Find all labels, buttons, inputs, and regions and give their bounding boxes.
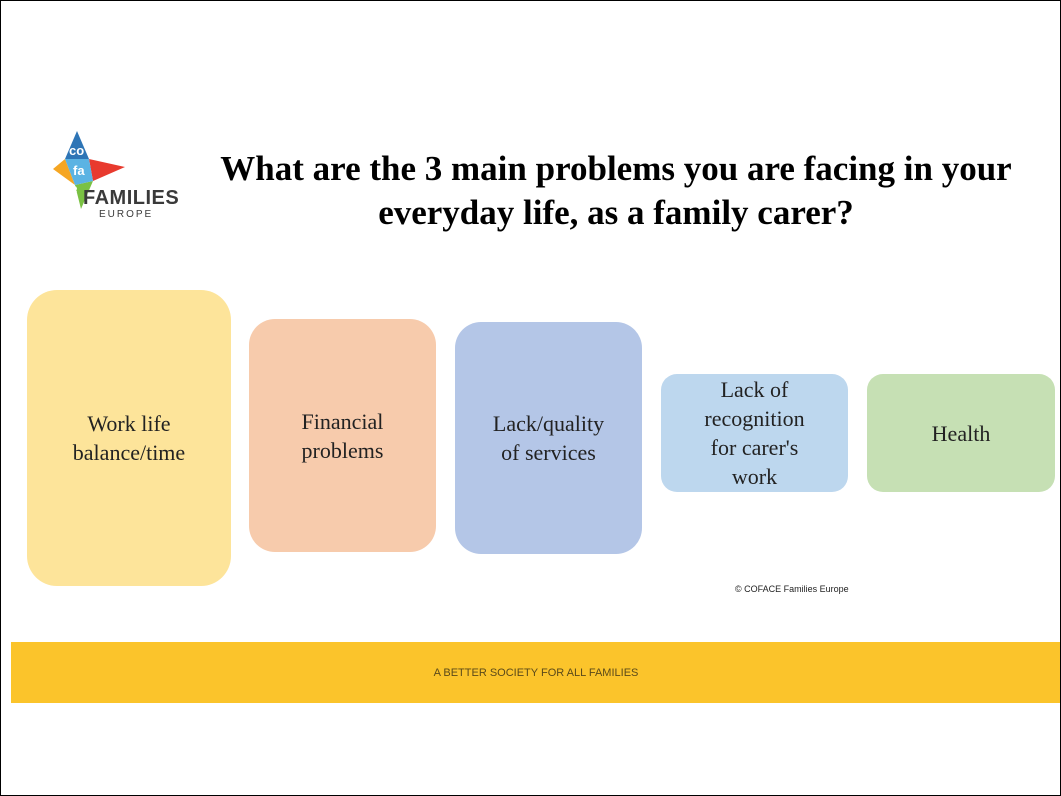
footer-band: A BETTER SOCIETY FOR ALL FAMILIES (11, 642, 1060, 703)
card-label: Lack of recognition for carer's work (704, 377, 805, 489)
card-work-life-balance: Work life balance/time (27, 290, 231, 586)
card-label: Work life balance/time (72, 411, 186, 465)
card-label: Health (931, 420, 991, 446)
card-lack-of-services: Lack/quality of services (455, 322, 642, 554)
svg-text:co: co (69, 143, 84, 158)
coface-logo: co fa ce (45, 129, 205, 211)
card-financial-problems: Financial problems (249, 319, 436, 552)
logo-star-icon: co fa ce (53, 131, 125, 209)
card-health: Health (867, 374, 1055, 492)
logo-name: FAMILIES (83, 187, 180, 209)
card-lack-of-recognition: Lack of recognition for carer's work (661, 374, 848, 492)
svg-text:fa: fa (73, 163, 85, 178)
card-label: Lack/quality of services (492, 411, 605, 465)
svg-text:ce: ce (63, 181, 77, 196)
card-label: Financial problems (301, 408, 384, 463)
logo-subtitle: EUROPE (99, 209, 154, 220)
copyright-text: © COFACE Families Europe (735, 584, 849, 594)
footer-slogan: A BETTER SOCIETY FOR ALL FAMILIES (433, 666, 639, 679)
slide-title: What are the 3 main problems you are fac… (220, 149, 1012, 232)
